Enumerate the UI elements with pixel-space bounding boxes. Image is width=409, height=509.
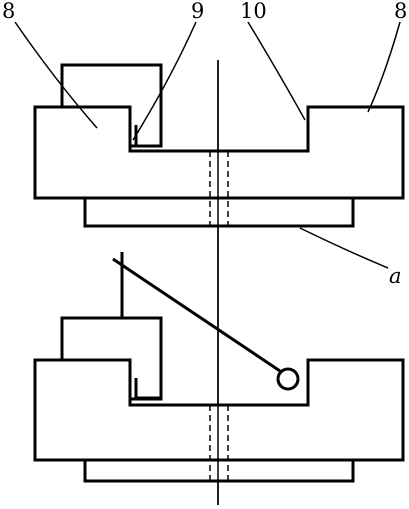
lever-arm	[112, 257, 281, 373]
leader-a	[299, 227, 389, 269]
lower-block-outline	[60, 316, 163, 400]
leader-8-right	[367, 21, 401, 113]
label-8-left: 8	[2, 0, 15, 23]
leader-10	[247, 21, 306, 121]
label-8-right: 8	[394, 0, 407, 23]
lower-base	[33, 358, 405, 462]
pivot-circle	[276, 367, 300, 391]
leader-8-left	[14, 21, 98, 129]
label-10: 10	[240, 0, 267, 23]
upper-bottom-plate	[83, 196, 355, 228]
leader-9	[132, 21, 197, 141]
label-a: a	[389, 264, 402, 288]
upper-block-9-outline	[60, 63, 163, 148]
lower-bottom-plate	[83, 458, 355, 483]
label-9: 9	[191, 0, 204, 23]
